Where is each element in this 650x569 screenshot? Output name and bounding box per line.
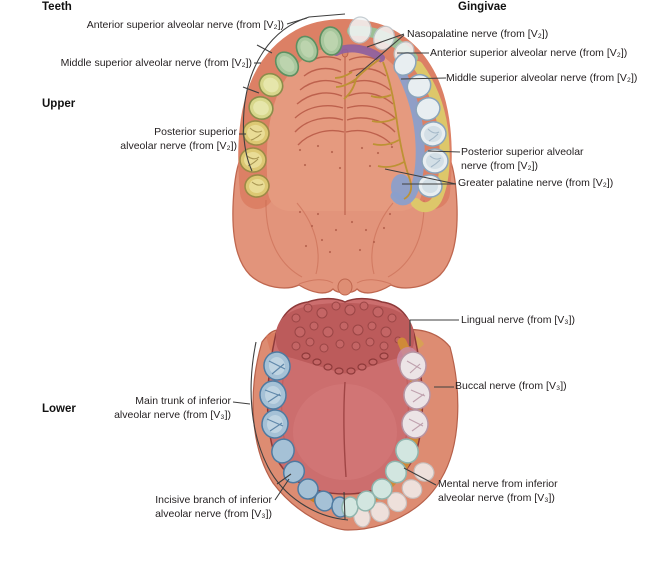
label-upper-gingivae-anterior-superior-alveolar: Anterior superior alveolar nerve (from […	[430, 47, 628, 59]
label-lower-gingivae-buccal: Buccal nerve (from [V₃])	[455, 380, 567, 392]
label-upper-gingivae-greater-palatine: Greater palatine nerve (from [V₂])	[458, 177, 614, 189]
lower-tongue-figure	[252, 297, 459, 531]
column-header-teeth: Teeth	[42, 1, 72, 13]
lower-left-teeth	[259, 351, 349, 518]
label-lower-teeth-main-trunk-inferior-alveolar: Main trunk of inferior alveolar nerve (f…	[114, 395, 231, 421]
row-header-lower: Lower	[42, 403, 76, 415]
leader-lines	[232, 13, 461, 521]
label-upper-gingivae-middle-superior-alveolar: Middle superior alveolar nerve (from [V₂…	[446, 72, 638, 84]
label-upper-teeth-middle-superior-alveolar: Middle superior alveolar nerve (from [V₂…	[60, 57, 252, 69]
upper-middle-teeth	[248, 72, 284, 120]
lower-right-molar-teeth	[399, 351, 431, 439]
upper-palate-figure	[232, 16, 458, 296]
label-upper-teeth-anterior-superior-alveolar: Anterior superior alveolar nerve (from […	[86, 19, 284, 31]
row-header-upper: Upper	[42, 98, 76, 110]
label-upper-gingivae-posterior-superior-alveolar: Posterior superior alveolar nerve (from …	[461, 146, 584, 172]
vallate-papillae	[301, 352, 389, 375]
palate-speckles	[298, 144, 394, 254]
label-lower-teeth-incisive-branch: Incisive branch of inferior alveolar ner…	[155, 494, 272, 520]
label-upper-teeth-posterior-superior-alveolar: Posterior superior alveolar nerve (from …	[120, 126, 237, 152]
label-lower-gingivae-mental: Mental nerve from inferior alveolar nerv…	[438, 478, 558, 504]
column-header-gingivae: Gingivae	[458, 1, 507, 13]
greater-palatine-band	[390, 65, 425, 206]
label-upper-gingivae-nasopalatine: Nasopalatine nerve (from [V₂])	[407, 28, 549, 40]
palatine-nerves	[334, 58, 413, 200]
upper-posterior-teeth	[239, 120, 270, 198]
lower-right-anterior-teeth	[341, 438, 419, 518]
label-lower-gingivae-lingual: Lingual nerve (from [V₃])	[461, 314, 575, 326]
uvula	[337, 278, 353, 296]
upper-anterior-teeth	[274, 26, 343, 77]
upper-right-teeth	[393, 52, 449, 198]
